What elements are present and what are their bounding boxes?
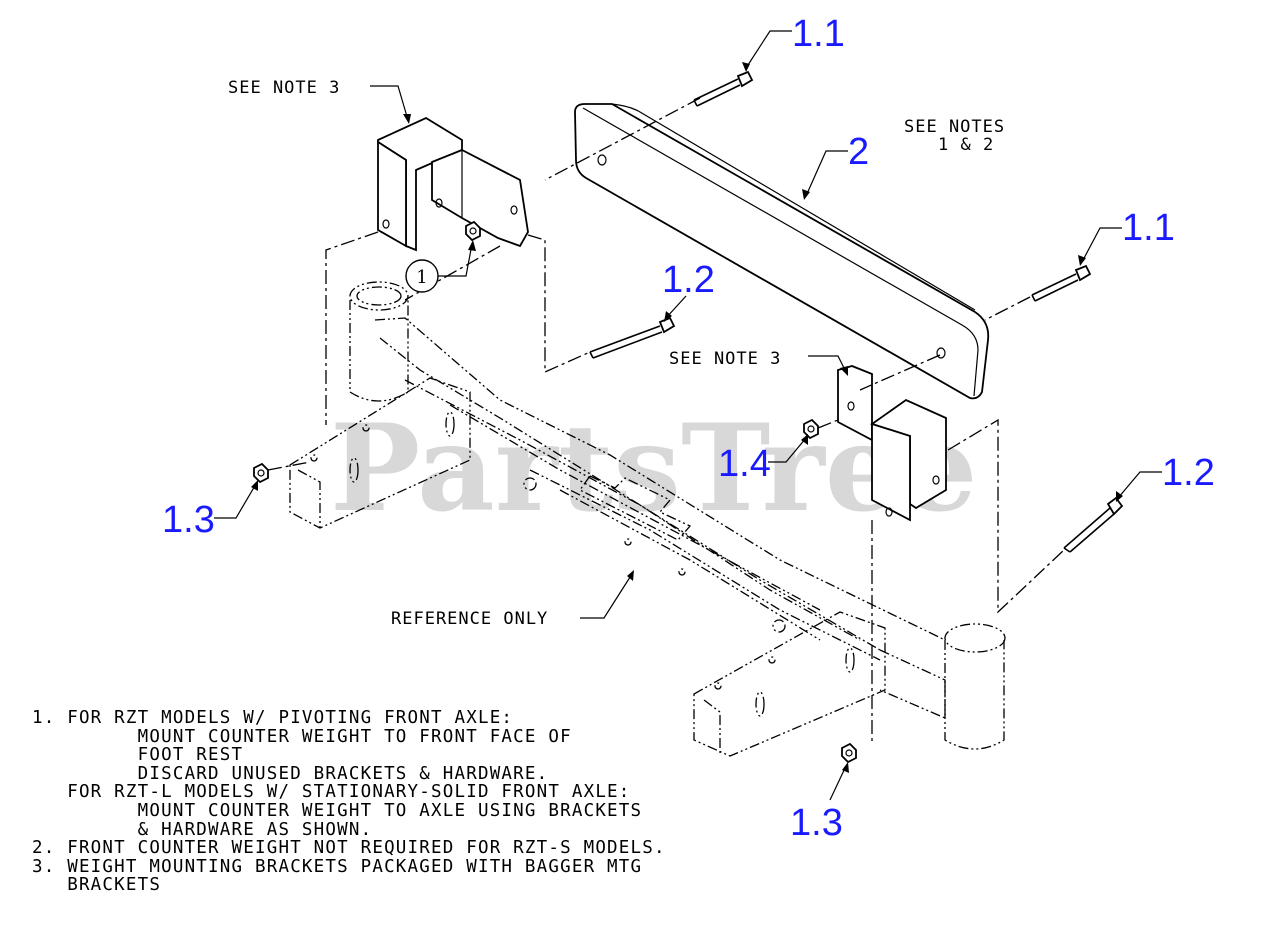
note-line: FOOT REST bbox=[32, 745, 244, 766]
callout-2: 2 bbox=[848, 131, 869, 173]
notes-block: 1. FOR RZT MODELS W/ PIVOTING FRONT AXLE… bbox=[32, 709, 666, 895]
note-line: DISCARD UNUSED BRACKETS & HARDWARE. bbox=[32, 763, 549, 784]
note-line: MOUNT COUNTER WEIGHT TO FRONT FACE OF bbox=[32, 726, 572, 747]
bracket-right bbox=[837, 365, 947, 522]
svg-text:1: 1 bbox=[416, 267, 427, 288]
bolt-1-2-right bbox=[1063, 496, 1124, 553]
callout-1-4: 1.4 bbox=[718, 443, 771, 485]
counter-weight bbox=[574, 103, 990, 400]
note-line: 2. FRONT COUNTER WEIGHT NOT REQUIRED FOR… bbox=[32, 838, 666, 859]
assembly-lines bbox=[267, 97, 1065, 745]
label-reference-only: REFERENCE ONLY bbox=[391, 609, 548, 629]
nut-1-3-left bbox=[253, 462, 269, 484]
callout-1-1-right: 1.1 bbox=[1122, 207, 1175, 249]
note-line: 3. WEIGHT MOUNTING BRACKETS PACKAGED WIT… bbox=[32, 856, 643, 877]
nut-1-left-bracket bbox=[465, 220, 481, 242]
callout-1-2-left: 1.2 bbox=[662, 259, 715, 301]
axle-frame bbox=[289, 281, 1006, 757]
note-line: & HARDWARE AS SHOWN. bbox=[32, 819, 373, 840]
bolt-1-1-top bbox=[693, 70, 754, 107]
bolt-1-1-right bbox=[1031, 264, 1092, 302]
circle-callout: 1 bbox=[405, 259, 439, 293]
leader-lines bbox=[214, 30, 1162, 801]
bracket-left bbox=[377, 116, 529, 252]
nut-1-3-bottom bbox=[841, 742, 857, 764]
label-see-notes: SEE NOTES bbox=[904, 117, 1005, 137]
label-see-note3-mid: SEE NOTE 3 bbox=[669, 349, 781, 369]
callout-1-3-bottom: 1.3 bbox=[790, 802, 843, 844]
note-line: FOR RZT-L MODELS W/ STATIONARY-SOLID FRO… bbox=[32, 782, 631, 803]
note-line: MOUNT COUNTER WEIGHT TO AXLE USING BRACK… bbox=[32, 800, 643, 821]
label-see-notes-line2: 1 & 2 bbox=[938, 135, 994, 155]
callout-1-2-right: 1.2 bbox=[1162, 452, 1215, 494]
label-see-note3-top: SEE NOTE 3 bbox=[228, 78, 340, 98]
callout-1-1-top: 1.1 bbox=[792, 13, 845, 55]
note-line: BRACKETS bbox=[32, 875, 162, 896]
bolt-1-2-left bbox=[589, 316, 676, 359]
callout-1-3-left: 1.3 bbox=[162, 499, 215, 541]
note-line: 1. FOR RZT MODELS W/ PIVOTING FRONT AXLE… bbox=[32, 708, 514, 728]
nut-1-4 bbox=[803, 418, 819, 440]
